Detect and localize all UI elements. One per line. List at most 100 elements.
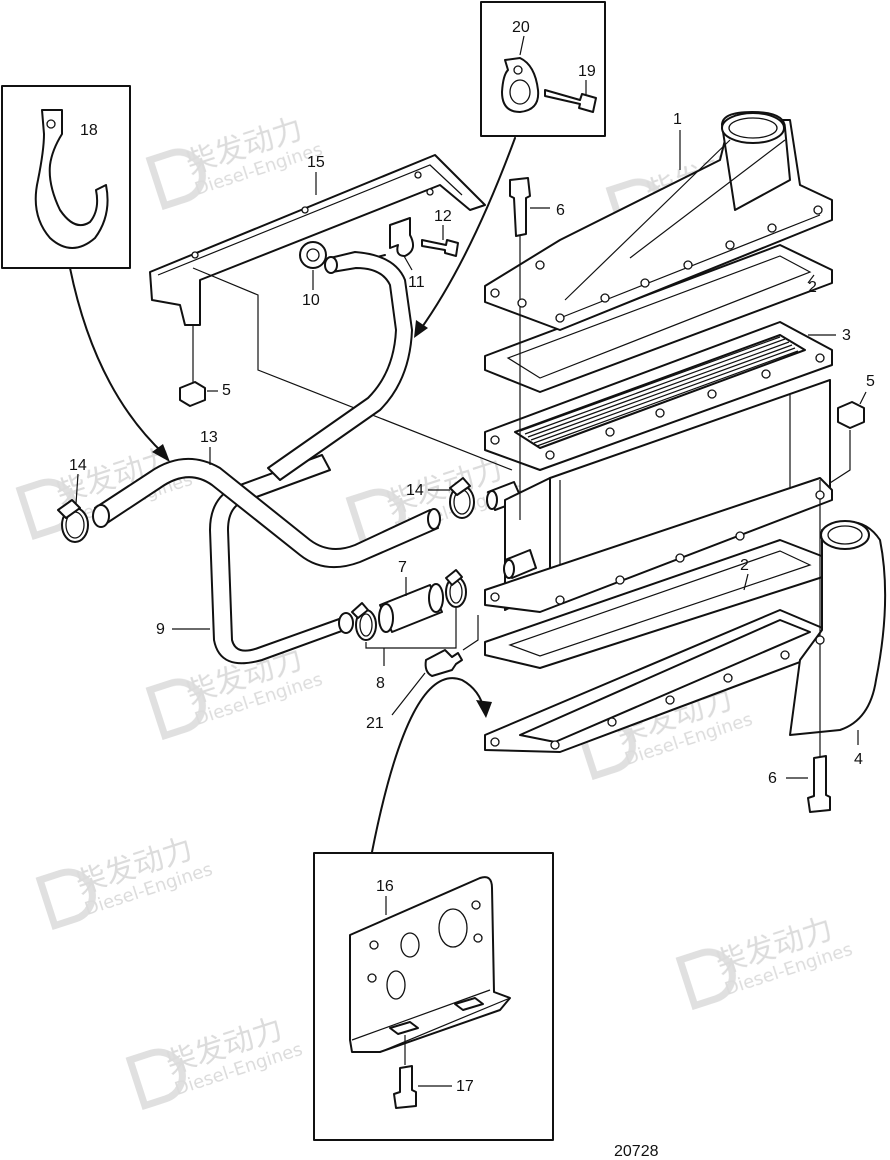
manifold-4 bbox=[484, 520, 887, 753]
bracket-hole bbox=[414, 171, 422, 179]
plate-16-icon bbox=[349, 876, 511, 1053]
manifold-1 bbox=[484, 111, 833, 331]
assembly-line bbox=[192, 267, 513, 471]
bolt-17-icon bbox=[393, 1065, 417, 1109]
plate-slot bbox=[454, 997, 484, 1011]
flange-bolt-holes bbox=[490, 205, 825, 750]
hose-clamp-14-right bbox=[449, 477, 475, 519]
watermark-7: 柴发动力 Diesel-Engines bbox=[35, 831, 215, 931]
d-logo-watermark-icon bbox=[145, 148, 206, 211]
sleeve-end bbox=[486, 490, 498, 510]
watermark-3: 柴发动力 Diesel-Engines bbox=[15, 441, 195, 541]
assembly-line bbox=[462, 615, 479, 651]
bracket-hole bbox=[301, 206, 309, 214]
leader-20 bbox=[519, 35, 525, 56]
d-logo-watermark-icon bbox=[125, 1048, 186, 1111]
callout-10: 10 bbox=[302, 292, 320, 309]
leader-2-lower bbox=[743, 573, 749, 591]
gasket-2-upper-inner bbox=[506, 255, 812, 379]
clamp-bore bbox=[509, 79, 531, 105]
leader-8-bracket bbox=[365, 608, 457, 649]
core-lower-flange bbox=[484, 477, 833, 613]
arrowhead-icon bbox=[476, 700, 492, 718]
callout-8: 8 bbox=[376, 675, 385, 692]
callout-12: 12 bbox=[434, 208, 452, 225]
clamp-hole bbox=[513, 65, 523, 75]
hose-7-end bbox=[428, 583, 444, 613]
cooler-fins bbox=[519, 336, 799, 447]
callout-3: 3 bbox=[842, 327, 851, 344]
p-clip-icon bbox=[34, 109, 109, 249]
callout-14-left: 14 bbox=[69, 457, 87, 474]
pipe-9 bbox=[209, 454, 351, 665]
arrow-from-inset-20 bbox=[419, 137, 516, 331]
bolt-12-icon bbox=[421, 239, 459, 257]
bolt-19-icon bbox=[544, 89, 597, 113]
bracket-hole bbox=[426, 188, 434, 196]
cooler-core-3 bbox=[484, 321, 833, 611]
d-logo-watermark-icon bbox=[35, 868, 96, 931]
drawing-number: 20728 bbox=[614, 1143, 659, 1160]
pipe-end bbox=[324, 256, 338, 274]
pipe-13-end bbox=[427, 508, 441, 530]
callout-16: 16 bbox=[376, 878, 394, 895]
callout-6-bottom: 6 bbox=[768, 770, 777, 787]
callout-2-upper: 2 bbox=[808, 279, 817, 296]
arrowhead-icon bbox=[152, 444, 170, 462]
callout-11: 11 bbox=[408, 274, 425, 291]
hose-clamp-8-left bbox=[351, 602, 377, 641]
arrow-to-inset-16 bbox=[371, 677, 485, 853]
callout-6-top: 6 bbox=[556, 202, 565, 219]
arrow-from-inset-18 bbox=[69, 267, 166, 456]
gasket-2-lower-inner bbox=[508, 550, 812, 657]
callout-18: 18 bbox=[80, 122, 98, 139]
leader-11 bbox=[403, 255, 413, 271]
d-logo-watermark-icon bbox=[675, 948, 736, 1011]
arrowhead-icon bbox=[414, 320, 428, 338]
leader-14-left bbox=[75, 473, 79, 505]
pipe-9-end bbox=[338, 612, 354, 634]
inset-clamp-20 bbox=[480, 1, 606, 137]
clamp-11-icon bbox=[389, 217, 415, 257]
inset-frame bbox=[1, 85, 131, 269]
port-end bbox=[503, 559, 515, 579]
callout-15: 15 bbox=[307, 154, 325, 171]
bolt-6-top bbox=[509, 177, 531, 237]
callout-13: 13 bbox=[200, 429, 218, 446]
leader-21 bbox=[391, 672, 426, 716]
nut-5-right bbox=[837, 401, 865, 429]
pipe-13-end bbox=[92, 504, 110, 528]
inset-frame bbox=[480, 1, 606, 137]
callout-2-lower: 2 bbox=[740, 557, 749, 574]
hose-7-end bbox=[378, 603, 394, 633]
plate-slot bbox=[389, 1021, 419, 1035]
hose-clamp-14-left bbox=[57, 499, 89, 543]
bracket-hole bbox=[191, 251, 199, 259]
callout-17: 17 bbox=[456, 1078, 474, 1095]
inset-clip-18 bbox=[1, 85, 131, 269]
callout-5-right: 5 bbox=[866, 373, 875, 390]
d-logo-watermark-icon bbox=[145, 678, 206, 741]
nut-5-left bbox=[179, 381, 206, 407]
washer-10-bore bbox=[306, 248, 320, 262]
callout-5-left: 5 bbox=[222, 382, 231, 399]
sensor-21-icon bbox=[424, 649, 463, 677]
callout-14-right: 14 bbox=[406, 482, 424, 499]
callout-21: 21 bbox=[366, 715, 384, 732]
plate-hole bbox=[386, 970, 406, 1000]
watermark-8: 柴发动力 Diesel-Engines bbox=[675, 911, 855, 1011]
plate-hole bbox=[438, 908, 468, 948]
watermark-1: 柴发动力 Diesel-Engines bbox=[145, 111, 325, 211]
inset-plate-16 bbox=[313, 852, 554, 1141]
callout-1: 1 bbox=[673, 111, 682, 128]
gasket-2-upper bbox=[484, 244, 833, 393]
inset-frame bbox=[313, 852, 554, 1141]
callout-4: 4 bbox=[854, 751, 863, 768]
plate-hole bbox=[400, 932, 420, 958]
callout-7: 7 bbox=[398, 559, 407, 576]
hose-clamp-8-right bbox=[445, 569, 467, 608]
pipe-10-segment bbox=[267, 251, 413, 481]
clip-hole bbox=[46, 119, 56, 129]
watermark-9: 柴发动力 Diesel-Engines bbox=[125, 1011, 305, 1111]
callout-19: 19 bbox=[578, 63, 596, 80]
